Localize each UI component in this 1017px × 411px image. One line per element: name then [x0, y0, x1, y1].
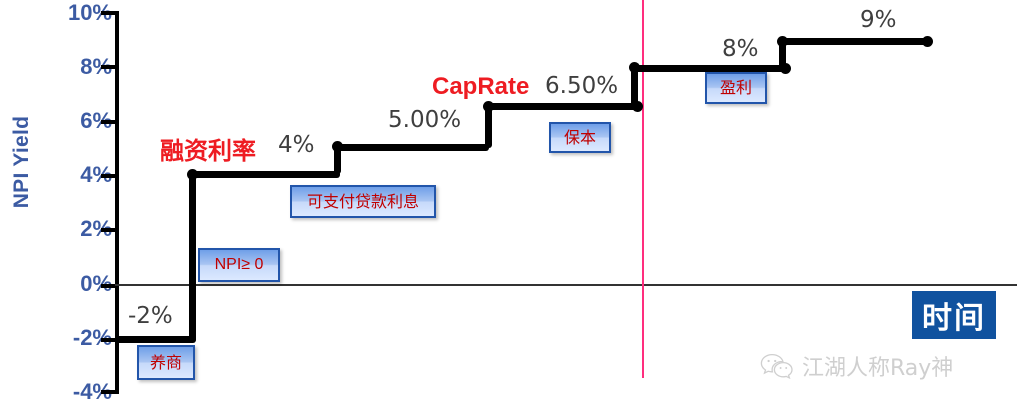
watermark: 江湖人称Ray神	[760, 350, 953, 382]
step-marker-5-end	[922, 36, 933, 47]
step-marker-4	[629, 62, 640, 73]
value-label-1: 4%	[278, 132, 315, 158]
annotation-financing-rate: 融资利率	[160, 138, 256, 165]
zero-baseline	[115, 284, 1017, 286]
step-segment-5	[779, 38, 931, 45]
callout-npi-positive[interactable]: NPI≥ 0	[198, 248, 280, 282]
value-label-2: 5.00%	[388, 107, 462, 133]
y-tick-label-0: 0%	[80, 271, 112, 296]
value-label-4: 8%	[722, 36, 759, 62]
y-tick-label-6: 6%	[80, 108, 112, 133]
callout-loan-interest[interactable]: 可支付贷款利息	[290, 185, 436, 218]
step-riser-4-5	[779, 38, 786, 69]
x-axis-time-label: 时间	[912, 291, 996, 339]
callout-breakeven[interactable]: 保本	[549, 122, 611, 153]
y-tick-label-10: 10%	[67, 0, 112, 25]
y-tick-label-n2: -2%	[72, 325, 112, 350]
value-label-3: 6.50%	[545, 73, 619, 99]
callout-yangshang[interactable]: 养商	[137, 345, 195, 380]
value-label-5: 9%	[860, 7, 897, 33]
step-riser-3-4	[631, 66, 638, 108]
y-tick-mark-8	[101, 65, 115, 69]
watermark-text: 江湖人称Ray神	[802, 356, 954, 381]
step-segment-1	[189, 171, 340, 178]
callout-profit[interactable]: 盈利	[705, 72, 767, 104]
y-tick-label-4: 4%	[80, 162, 112, 187]
step-marker-2	[332, 141, 343, 152]
annotation-cap-rate: CapRate	[432, 73, 530, 100]
wechat-icon	[760, 353, 794, 379]
step-marker-5	[777, 36, 788, 47]
step-marker-4b	[780, 63, 791, 74]
step-segment-2	[334, 144, 489, 151]
step-riser-2-3	[485, 103, 492, 148]
step-marker-1	[187, 169, 198, 180]
y-tick-mark-0	[101, 284, 115, 288]
y-tick-mark-n2	[101, 338, 115, 342]
y-tick-label-n4: -4%	[72, 379, 112, 404]
y-axis-spine	[115, 11, 119, 394]
breakeven-divider-line	[642, 0, 644, 378]
step-riser-1-2	[334, 144, 341, 174]
step-marker-3	[483, 101, 494, 112]
y-tick-mark-n4	[101, 390, 115, 394]
y-tick-mark-6	[101, 120, 115, 124]
step-segment-3	[485, 103, 637, 110]
y-tick-mark-4	[101, 174, 115, 178]
value-label-0: -2%	[128, 303, 173, 329]
y-axis: 10% 8% 6% 4% 2% 0% -2% -4%	[0, 0, 115, 411]
step-segment-4	[631, 65, 787, 72]
y-tick-label-8: 8%	[80, 54, 112, 79]
step-segment-0	[116, 336, 196, 343]
step-riser-0-1	[189, 174, 196, 342]
y-tick-label-2: 2%	[80, 216, 112, 241]
y-tick-mark-10	[101, 11, 115, 15]
y-tick-mark-2	[101, 228, 115, 232]
